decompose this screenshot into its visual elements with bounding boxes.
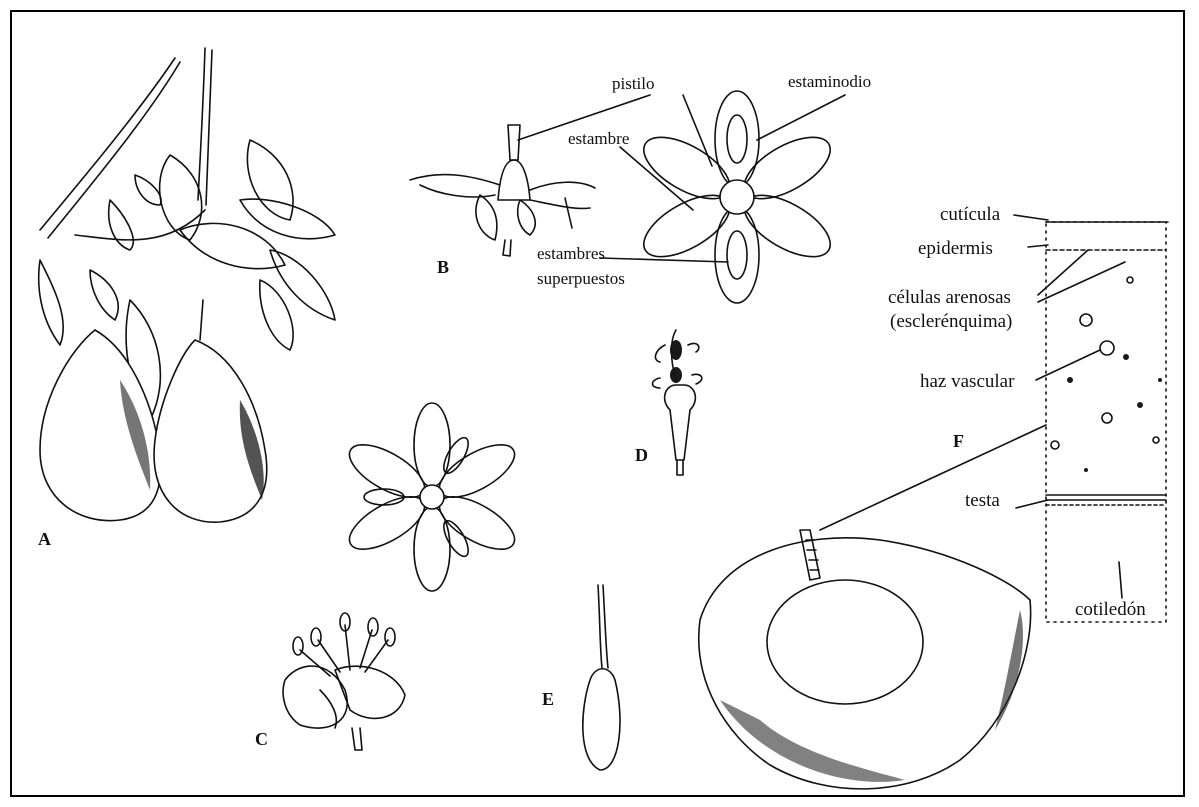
label-esclerenquima: (esclerénquima) — [890, 312, 1012, 331]
flower-top-view-illustration — [634, 91, 840, 303]
label-estambre: estambre — [568, 130, 629, 147]
panel-label-d: D — [635, 446, 648, 464]
label-pistilo: pistilo — [612, 75, 655, 92]
fruit-tissue-section-illustration — [1046, 222, 1168, 622]
panel-label-c: C — [255, 730, 268, 748]
avocado-half-section-illustration — [699, 530, 1031, 789]
panel-label-b: B — [437, 258, 449, 276]
panel-label-e: E — [542, 690, 554, 708]
panel-label-a: A — [38, 530, 51, 548]
avocado-branch-illustration — [39, 48, 335, 522]
label-cuticula: cutícula — [940, 205, 1000, 224]
label-celulas-arenosas: células arenosas — [888, 288, 1011, 307]
label-estambres: estambres — [537, 245, 605, 262]
leader-lines — [518, 95, 1125, 598]
panel-label-f: F — [953, 432, 964, 450]
stamen-illustration — [653, 330, 702, 475]
label-cotiledon: cotiledón — [1075, 600, 1146, 619]
label-haz-vascular: haz vascular — [920, 372, 1014, 391]
flower-lateral-illustration — [283, 613, 405, 750]
flower-top-view-secondary-illustration — [342, 403, 523, 591]
label-superpuestos: superpuestos — [537, 270, 625, 287]
label-testa: testa — [965, 491, 1000, 510]
label-estaminodio: estaminodio — [788, 73, 871, 90]
pistil-illustration — [583, 585, 620, 770]
label-epidermis: epidermis — [918, 239, 993, 258]
